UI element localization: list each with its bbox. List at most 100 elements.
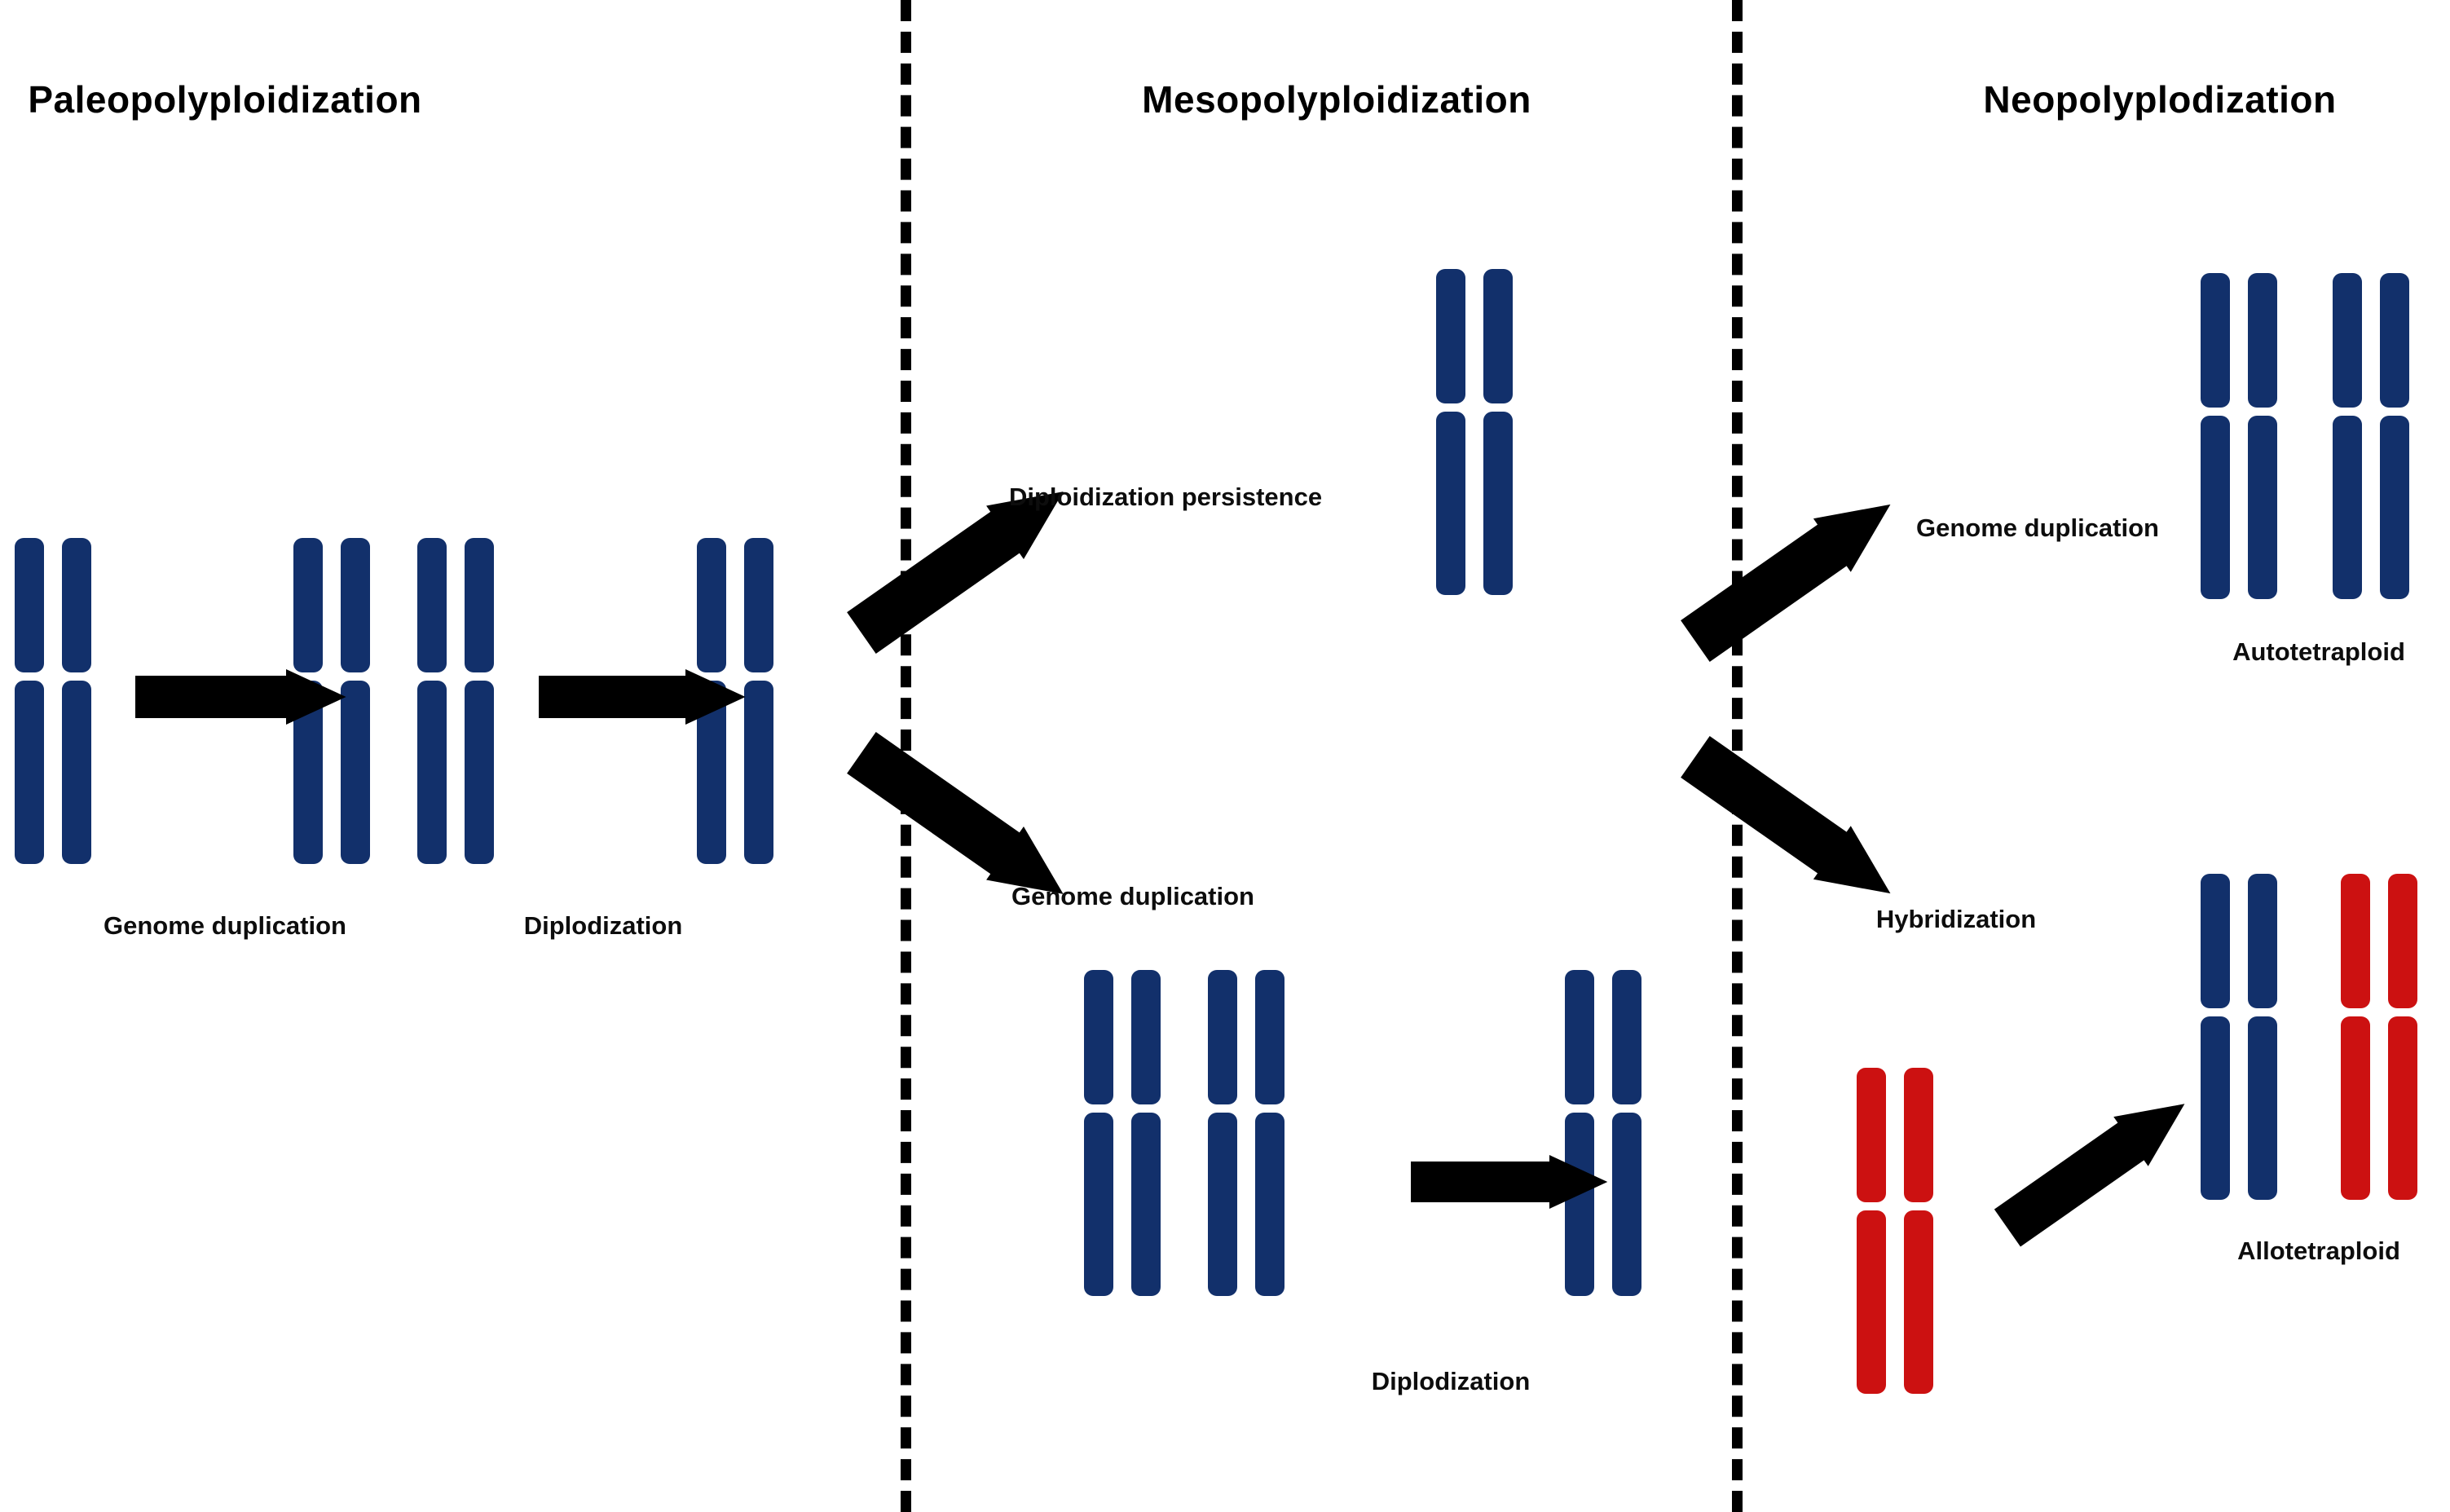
chromosome-pair-neo-allo-red <box>2341 874 2417 1200</box>
chromosome-pair-paleo-rediploidized <box>697 538 773 864</box>
chromosome-long-arm <box>15 681 44 864</box>
chromosome-short-arm <box>2341 874 2370 1008</box>
step-label-meso-3: Diplodization <box>1371 1367 1531 1395</box>
chromosome-pair-neo-red-parent <box>1857 1068 1933 1394</box>
chromosome-pair-neo-auto-pair-2 <box>2333 273 2409 599</box>
chromosome-long-arm <box>341 681 370 864</box>
result-label-neo-1: Autotetraploid <box>2232 637 2405 666</box>
chromosome-long-arm <box>1857 1210 1886 1394</box>
chromosome-short-arm <box>1612 970 1641 1104</box>
chromatid <box>2248 273 2277 599</box>
chromatid <box>1208 970 1237 1296</box>
chromosome-short-arm <box>1208 970 1237 1104</box>
step-label-neo-2: Hybridization <box>1875 905 2037 933</box>
chromosome-pair-neo-allo-blue <box>2201 874 2277 1200</box>
arrow-paleo-diplodization <box>539 669 746 725</box>
chromosome-pair-meso-rediploidized <box>1565 970 1641 1296</box>
chromosome-long-arm <box>744 681 773 864</box>
chromosome-short-arm <box>1255 970 1284 1104</box>
chromosome-short-arm <box>697 538 726 672</box>
chromatid <box>62 538 91 864</box>
chromatid <box>465 538 494 864</box>
chromosome-long-arm <box>417 681 447 864</box>
arrow-to-genome-duplication <box>847 732 1064 894</box>
step-label-neo-1: Genome duplication <box>1916 514 2159 542</box>
chromatid <box>1436 269 1465 595</box>
result-label-neo-2: Allotetraploid <box>2237 1236 2400 1265</box>
chromatid <box>15 538 44 864</box>
chromosome-long-arm <box>2380 416 2409 599</box>
chromosome-long-arm <box>2333 416 2362 599</box>
chromosome-long-arm <box>1084 1113 1113 1296</box>
chromosome-short-arm <box>1483 269 1513 403</box>
chromosome-short-arm <box>62 538 91 672</box>
chromosome-short-arm <box>1857 1068 1886 1202</box>
chromatid <box>2341 874 2370 1200</box>
chromosome-short-arm <box>1131 970 1161 1104</box>
chromatid <box>2201 273 2230 599</box>
arrow-to-hybridization <box>1681 736 1891 894</box>
chromosome-pair-paleo-duplicated-b <box>417 538 494 864</box>
chromosome-long-arm <box>2248 1016 2277 1200</box>
chromosome-long-arm <box>1565 1113 1594 1296</box>
step-label-meso-1: Diploidization persistence <box>1008 483 1323 511</box>
chromosome-long-arm <box>465 681 494 864</box>
arrow-meso-diplodization <box>1411 1155 1608 1209</box>
chromosome-short-arm <box>1565 970 1594 1104</box>
chromosome-pair-meso-duplicated-a <box>1084 970 1161 1296</box>
chromosome-long-arm <box>2201 1016 2230 1200</box>
chromatid <box>744 538 773 864</box>
chromatid <box>1131 970 1161 1296</box>
chromosome-long-arm <box>2201 416 2230 599</box>
chromatid <box>1084 970 1113 1296</box>
chromosome-short-arm <box>15 538 44 672</box>
arrow-shape <box>847 492 1064 654</box>
chromosome-short-arm <box>2333 273 2362 408</box>
chromatid <box>341 538 370 864</box>
chromatid <box>1255 970 1284 1296</box>
chromatid <box>1904 1068 1933 1394</box>
chromosome-short-arm <box>2388 874 2417 1008</box>
arrow-paleo-duplication <box>135 669 346 725</box>
panel-title-neo: Neopolyplodization <box>1983 78 2337 121</box>
chromatid <box>293 538 323 864</box>
arrow-shape <box>539 669 746 725</box>
panel-title-meso: Mesopolyploidization <box>1142 78 1531 121</box>
chromosome-long-arm <box>1255 1113 1284 1296</box>
chromosome-long-arm <box>1436 412 1465 595</box>
chromatid <box>417 538 447 864</box>
arrow-hybridization-result <box>1994 1104 2185 1247</box>
chromatid <box>697 538 726 864</box>
chromosome-short-arm <box>2201 874 2230 1008</box>
chromosome-short-arm <box>2248 874 2277 1008</box>
chromosome-short-arm <box>1904 1068 1933 1202</box>
chromosome-long-arm <box>1904 1210 1933 1394</box>
chromatid <box>2380 273 2409 599</box>
arrow-shape <box>1681 504 1891 662</box>
step-label-paleo-1: Genome duplication <box>104 911 346 940</box>
arrow-to-genome-duplication-neo <box>1681 504 1891 662</box>
chromosome-long-arm <box>2248 416 2277 599</box>
chromatid <box>1565 970 1594 1296</box>
arrow-shape <box>135 669 346 725</box>
chromosome-short-arm <box>293 538 323 672</box>
chromatid <box>2388 874 2417 1200</box>
chromosome-pair-paleo-duplicated-a <box>293 538 370 864</box>
step-label-meso-2: Genome duplication <box>1011 882 1254 910</box>
arrow-shape <box>1681 736 1891 894</box>
chromatid <box>2201 874 2230 1200</box>
chromatid <box>2248 874 2277 1200</box>
chromosome-long-arm <box>1483 412 1513 595</box>
chromatid <box>1612 970 1641 1296</box>
chromatid <box>1483 269 1513 595</box>
chromosome-pair-meso-persistent-diploid <box>1436 269 1513 595</box>
chromosome-long-arm <box>2341 1016 2370 1200</box>
arrow-shape <box>1994 1104 2185 1247</box>
chromosome-short-arm <box>2380 273 2409 408</box>
chromosome-pair-paleo-diploid-start <box>15 538 91 864</box>
chromosome-short-arm <box>744 538 773 672</box>
arrow-shape <box>1411 1155 1608 1209</box>
chromosome-short-arm <box>2248 273 2277 408</box>
chromosome-short-arm <box>341 538 370 672</box>
